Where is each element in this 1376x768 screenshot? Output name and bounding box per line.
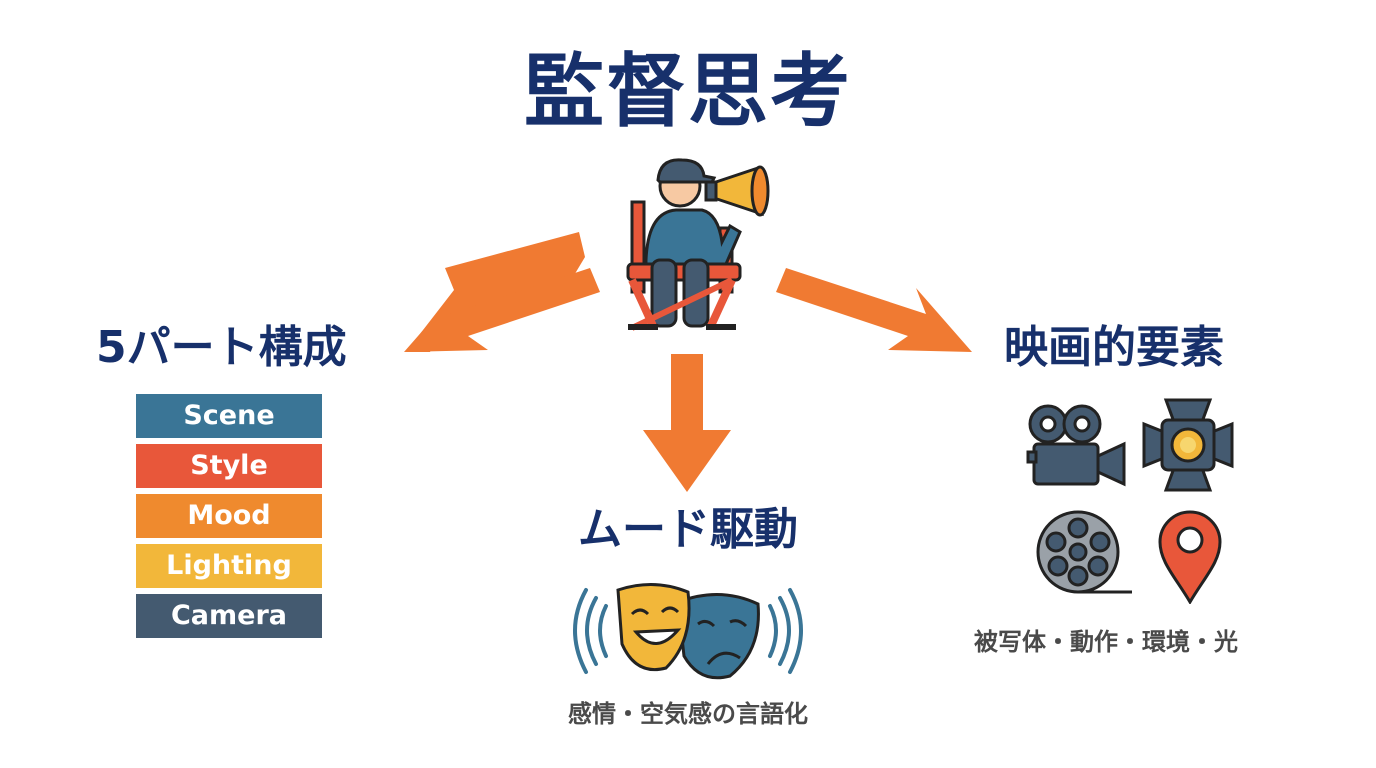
movie-camera-icon [1026,404,1126,487]
part-scene: Scene [136,394,322,438]
main-title: 監督思考 [524,45,852,138]
right-section-title: 映画的要素 [1004,322,1224,373]
arrow-right-shape [776,268,972,352]
part-lighting: Lighting [136,544,322,588]
part-mood: Mood [136,494,322,538]
center-caption: 感情・空気感の言語化 [568,700,808,728]
theater-masks-icon [573,582,803,680]
location-pin-icon [1158,510,1222,604]
part-camera: Camera [136,594,322,638]
film-reel-icon [1036,510,1132,594]
director-icon [626,158,770,331]
arrow-center-shape [643,354,731,492]
arrow-left-shape [404,268,600,352]
right-caption: 被写体・動作・環境・光 [974,628,1238,656]
spotlight-icon [1142,398,1234,492]
parts-stack: Scene Style Mood Lighting Camera [136,394,322,644]
left-section-title: 5パート構成 [96,322,347,373]
center-section-title: ムード駆動 [578,504,798,555]
part-style: Style [136,444,322,488]
